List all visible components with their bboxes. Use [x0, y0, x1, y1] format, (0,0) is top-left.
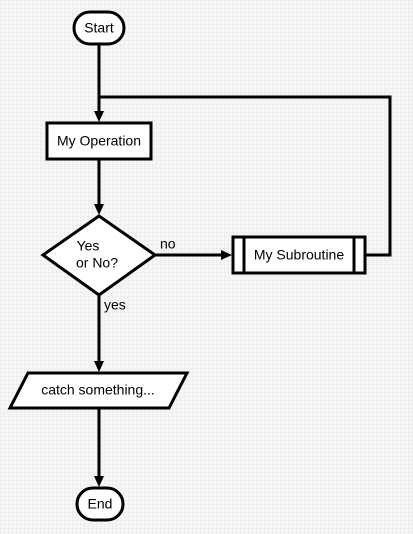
io-parallelogram-shape: [7, 371, 190, 410]
subroutine-shape: [231, 235, 367, 275]
arrowhead-io: [94, 361, 104, 372]
arrowhead-operation: [94, 111, 104, 122]
start-node[interactable]: Start: [72, 10, 126, 46]
arrowhead-subroutine: [221, 250, 232, 260]
end-node-label: End: [88, 496, 113, 512]
decision-node-label-line2: or No?: [76, 255, 118, 271]
subroutine-node-label: My Subroutine: [254, 247, 344, 263]
edge-label-yes: yes: [104, 297, 126, 313]
subroutine-node[interactable]: My Subroutine: [231, 235, 367, 275]
io-node[interactable]: catch something...: [7, 371, 190, 410]
operation-node[interactable]: My Operation: [45, 121, 153, 161]
arrowhead-decision: [94, 204, 104, 215]
decision-node[interactable]: Yes or No?: [40, 214, 158, 297]
decision-diamond-shape: [40, 214, 158, 297]
decision-node-label-line1: Yes: [77, 238, 100, 254]
arrowhead-end: [94, 476, 104, 487]
end-node[interactable]: End: [75, 486, 125, 522]
end-terminator-shape: [75, 486, 125, 522]
edge-label-no: no: [160, 236, 176, 252]
start-node-label: Start: [84, 20, 114, 36]
start-terminator-shape: [72, 10, 126, 46]
operation-node-label: My Operation: [57, 133, 141, 149]
operation-process-shape: [45, 121, 153, 161]
io-node-label: catch something...: [41, 382, 155, 398]
edge-subroutine-loop-back: [99, 95, 392, 257]
